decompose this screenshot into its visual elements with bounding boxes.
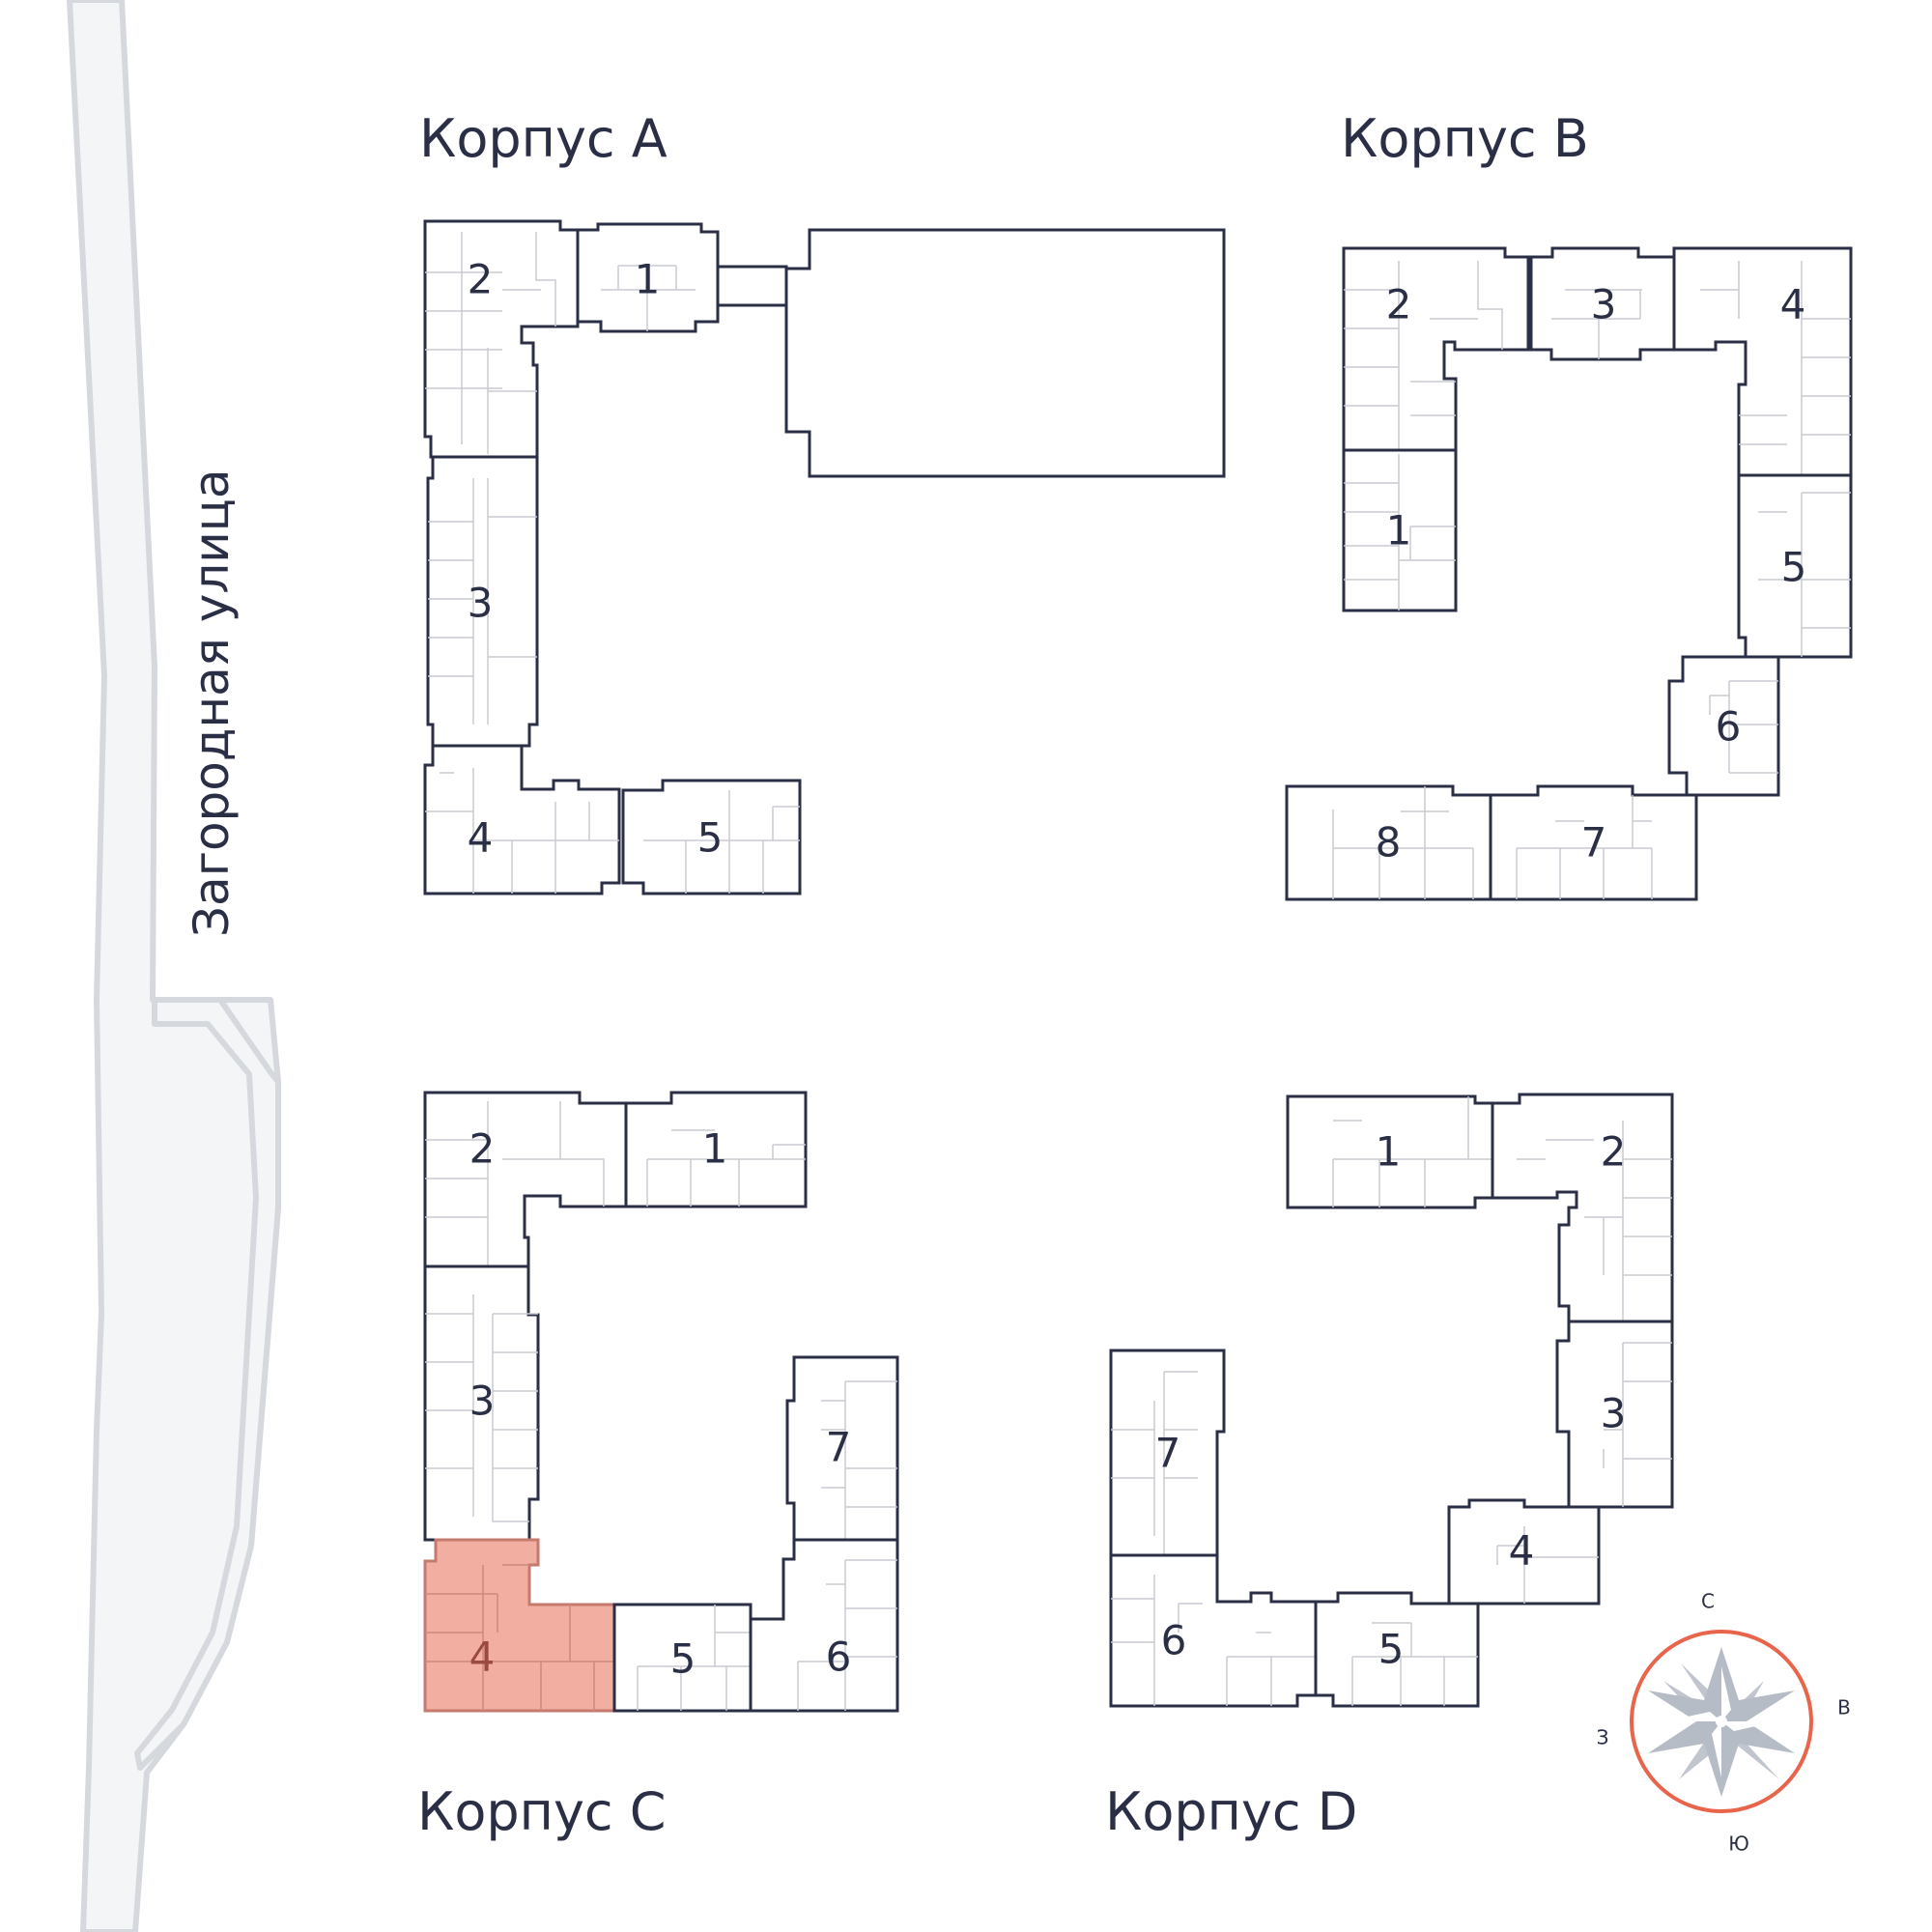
compass: С В Ю З	[1597, 1590, 1851, 1856]
section-d-4[interactable]: 4	[1447, 1498, 1601, 1605]
building-a-annex	[784, 228, 1226, 478]
section-c-3[interactable]: 3	[423, 1264, 540, 1542]
section-d-6[interactable]: 6	[1109, 1553, 1318, 1708]
section-b-5[interactable]: 5	[1737, 473, 1853, 659]
section-d-7[interactable]: 7	[1109, 1349, 1226, 1557]
road-branch	[134, 997, 281, 1771]
section-d-5[interactable]: 5	[1314, 1591, 1480, 1708]
section-b-7[interactable]: 7	[1489, 784, 1698, 901]
section-c-4[interactable]: 4	[423, 1538, 616, 1713]
section-d-3[interactable]: 3	[1555, 1320, 1674, 1509]
section-a-5[interactable]: 5	[621, 779, 802, 895]
compass-ring	[1630, 1630, 1813, 1813]
compass-east: В	[1837, 1696, 1851, 1719]
section-b-4[interactable]: 4	[1672, 246, 1853, 477]
section-b-1[interactable]: 1	[1342, 448, 1458, 612]
section-b-2[interactable]: 2	[1342, 246, 1530, 452]
street-label: Загородная улица	[184, 469, 240, 937]
section-c-6[interactable]: 6	[749, 1538, 899, 1713]
road	[67, 0, 281, 1932]
section-c-2[interactable]: 2	[423, 1091, 628, 1268]
compass-south: Ю	[1728, 1833, 1749, 1856]
building-b-title: Корпус B	[1341, 108, 1589, 169]
building-a-connector	[716, 265, 788, 307]
road-main	[67, 0, 281, 1932]
section-a-3[interactable]: 3	[426, 455, 539, 748]
section-a-1[interactable]: 1	[576, 222, 720, 333]
section-d-1[interactable]: 1	[1286, 1094, 1494, 1209]
building-a: Корпус A 2 1 3 4 5	[419, 108, 1226, 895]
section-c-5[interactable]: 5	[612, 1603, 753, 1713]
building-d-title: Корпус D	[1105, 1781, 1357, 1842]
section-a-4[interactable]: 4	[423, 744, 621, 895]
building-c: Корпус C 2 1 3 7 4 5	[417, 1091, 899, 1842]
section-c-1[interactable]: 1	[624, 1091, 808, 1208]
section-a-2[interactable]: 2	[423, 219, 580, 459]
building-a-title: Корпус A	[419, 108, 668, 169]
section-b-3[interactable]: 3	[1529, 246, 1676, 361]
section-d-2[interactable]: 2	[1491, 1093, 1674, 1323]
compass-north: С	[1701, 1590, 1715, 1613]
building-c-title: Корпус C	[417, 1781, 666, 1842]
section-b-6[interactable]: 6	[1667, 655, 1780, 797]
compass-west: З	[1597, 1726, 1609, 1749]
building-d: Корпус D 1 2 7 3 4 6	[1105, 1093, 1674, 1842]
section-b-8[interactable]: 8	[1285, 784, 1492, 901]
compass-rose-icon	[1648, 1647, 1795, 1797]
section-c-7[interactable]: 7	[785, 1355, 899, 1542]
building-b: Корпус B 2 3 4 1 5 6	[1285, 108, 1853, 901]
